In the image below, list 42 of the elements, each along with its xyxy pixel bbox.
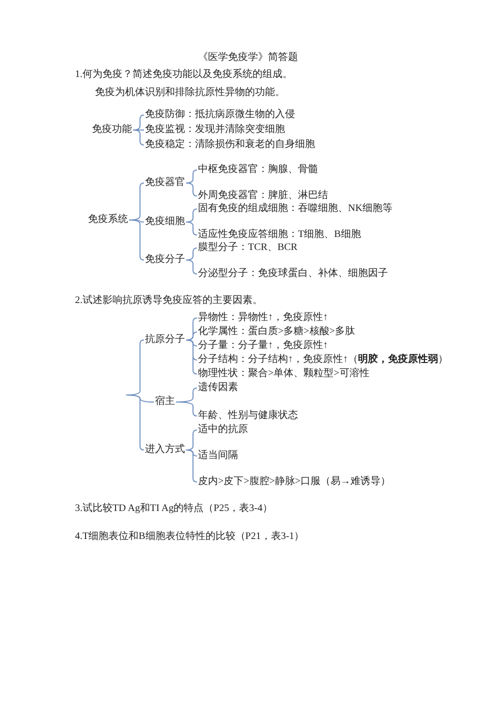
tree-item: 膜型分子：TCR、BCR xyxy=(198,242,298,254)
question-text: 2.试述影响抗原诱导免疫应答的主要因素。 xyxy=(75,294,262,307)
brace-connector xyxy=(132,130,144,146)
brace-connector xyxy=(126,394,144,450)
brace-connector xyxy=(186,450,198,482)
tree-item: 免疫功能 xyxy=(92,124,132,136)
brace-connector xyxy=(186,260,198,274)
tree-item: 遗传因素 xyxy=(198,382,238,394)
tree-item: 适当间隔 xyxy=(198,450,238,462)
tree-item: 分子量：分子量↑，免疫原性↑ xyxy=(198,340,328,352)
tree-item: 免疫稳定：清除损伤和衰老的自身细胞 xyxy=(145,139,315,151)
tree-item: 免疫系统 xyxy=(88,214,128,226)
tree-item: 固有免疫的组成细胞：吞噬细胞、NK细胞等 xyxy=(198,203,392,215)
brace-connector xyxy=(176,402,198,416)
tree-item: 分泌型分子：免疫球蛋白、补体、细胞因子 xyxy=(198,268,388,280)
tree-item: 宿主 xyxy=(155,396,175,408)
brace-connector xyxy=(128,220,144,260)
brace-connector xyxy=(186,182,198,196)
tree-item: 进入方式 xyxy=(145,444,185,456)
tree-item: 分子结构：分子结构↑，免疫原性↑（明胶，免疫原性弱） xyxy=(198,354,448,366)
tree-item: 物理性状：聚合>单体、颗粒型>可溶性 xyxy=(198,368,370,380)
tree-item: 免疫细胞 xyxy=(145,216,185,228)
tree-item: 免疫防御：抵抗病原微生物的入侵 xyxy=(145,109,295,121)
title: 《医学免疫学》简答题 xyxy=(197,50,299,64)
tree-item: 中枢免疫器官：胸腺、骨髓 xyxy=(198,164,318,176)
tree-item: 化学属性：蛋白质>多糖>核酸>多肽 xyxy=(198,326,355,338)
question-text: 1.何为免疫？简述免疫功能以及免疫系统的组成。 xyxy=(75,68,292,81)
tree-item: 年龄、性别与健康状态 xyxy=(198,410,298,422)
tree-item: 抗原分子 xyxy=(145,334,185,346)
tree-item: 外周免疫器官：脾脏、淋巴结 xyxy=(198,190,328,202)
tree-item: 适中的抗原 xyxy=(198,424,248,436)
answer-text: 免疫为机体识别和排除抗原性异物的功能。 xyxy=(95,86,285,99)
question-text: 3.试比较TD Ag和TI Ag的特点（P25，表3-4） xyxy=(75,502,272,515)
tree-item: 皮内>皮下>腹腔>静脉>口服（易→难诱导） xyxy=(198,476,391,488)
tree-item: 免疫监视：发现并清除突变细胞 xyxy=(145,124,285,136)
tree-item: 免疫器官 xyxy=(145,177,185,189)
tree-item: 适应性免疫应答细胞：T细胞、B细胞 xyxy=(198,229,361,241)
tree-item: 异物性：异物性↑，免疫原性↑ xyxy=(198,312,328,324)
tree-item: 免疫分子 xyxy=(145,254,185,266)
question-text: 4.T细胞表位和B细胞表位特性的比较（P21，表3-1） xyxy=(75,530,304,543)
brace-connector xyxy=(186,340,198,374)
brace-connector xyxy=(186,222,198,236)
